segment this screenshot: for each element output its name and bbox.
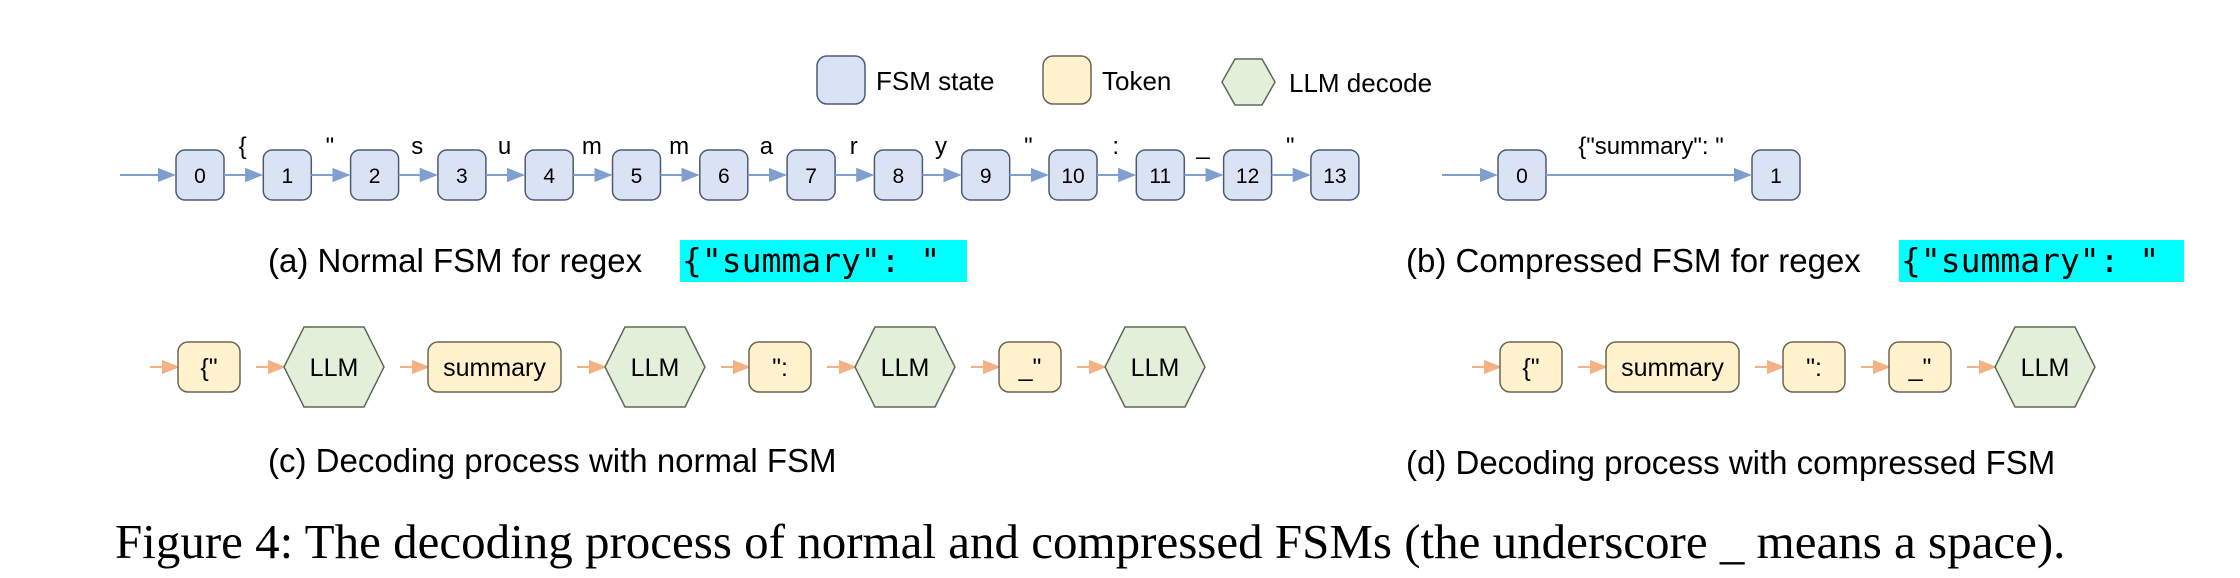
legend-decode-swatch [1221,58,1276,106]
panel-d-item-label-1: summary [1621,354,1724,382]
panel-d-token-1 [1605,341,1740,393]
panel-c-llm-decode-7 [1104,326,1206,408]
panel-d-token-2 [1782,341,1846,393]
panel-a-state-0-label: 0 [194,165,206,188]
panel-a-state-3-label: 3 [456,165,468,188]
panel-a-regex-highlight [680,240,967,282]
panel-c-item-label-6: _" [1018,354,1042,382]
panel-d-item-label-3: _" [1908,354,1932,382]
panel-c-item-label-1: LLM [310,354,359,382]
panel-d-token-0 [1499,341,1563,393]
panel-c-caption-text: (c) Decoding process with normal FSM [268,442,837,479]
panel-c-token-2 [427,341,562,393]
panel-a-transition-label-11: _ [1195,133,1210,160]
panel-b-regex-highlight [1899,240,2184,282]
panel-d-compressed-decoding: {" summary ": _" LLM [1472,326,2096,408]
panel-a-transition-label-0: { [239,133,247,160]
panel-a-transition-label-12: " [1286,133,1295,160]
panel-a-state-8-label: 8 [893,165,905,188]
panel-a-state-13-label: 13 [1323,165,1346,188]
panel-c-token-4 [748,341,812,393]
panel-c-item-label-4: ": [772,354,788,382]
panel-a-state-2-label: 2 [369,165,381,188]
panel-d-item-label-0: {" [1522,354,1539,382]
panel-c-token-0 [177,341,241,393]
legend-decode-label: LLM decode [1289,68,1432,98]
panel-a-transition-label-8: y [935,133,947,160]
panel-d-llm-decode-4 [1994,326,2096,408]
panel-a-transition-label-10: : [1112,133,1119,160]
panel-a-transition-label-3: u [498,133,511,160]
panel-d-item-label-4: LLM [2021,354,2070,382]
legend-token-label: Token [1102,66,1171,96]
figure-caption: Figure 4: The decoding process of normal… [115,514,2065,569]
panel-a-state-6-label: 6 [718,165,730,188]
panel-a-state-1-label: 1 [281,165,293,188]
panel-a-state-10-label: 10 [1061,165,1084,188]
legend-state-label: FSM state [876,66,994,96]
legend-token-swatch [1042,55,1092,105]
panel-a-transition-label-2: s [411,133,423,160]
panel-c-llm-decode-5 [854,326,956,408]
panel-a-state-5-label: 5 [631,165,643,188]
panel-a-state-7-label: 7 [805,165,817,188]
panel-a-state-13 [1310,149,1360,201]
panel-c-item-label-0: {" [200,354,217,382]
panel-a-state-12-label: 12 [1236,165,1259,188]
panel-c-item-label-5: LLM [881,354,930,382]
panel-d-item-label-2: ": [1806,354,1822,382]
panel-a-transition-label-6: a [760,133,774,160]
panel-a-transition-label-5: m [669,133,689,160]
panel-a-transition-label-9: " [1024,133,1033,160]
panel-d-token-3 [1888,341,1952,393]
panel-c-llm-decode-1 [283,326,385,408]
panel-c-token-6 [998,341,1062,393]
panel-b-state-1 [1751,149,1801,201]
panel-a-regex-text: {"summary": " [682,241,940,280]
panel-b-caption: (b) Compressed FSM for regex {"summary":… [1406,240,2184,282]
legend-state-swatch [816,55,866,105]
panel-a-transition-label-7: r [850,133,858,160]
panel-b-transition-label: {"summary": " [1578,133,1724,160]
panel-a-caption: (a) Normal FSM for regex {"summary": " [268,240,967,282]
panel-a-transition-label-4: m [582,133,602,160]
panel-b-compressed-fsm: 0 1 {"summary": " [1442,133,1801,201]
panel-c-item-label-3: LLM [631,354,680,382]
panel-b-state-1-label: 1 [1770,165,1782,188]
panel-c-llm-decode-3 [604,326,706,408]
panel-a-state-4-label: 4 [543,165,555,188]
panel-b-state-0-label: 0 [1516,165,1528,188]
panel-c-item-label-2: summary [443,354,546,382]
legend: FSM state Token LLM decode [816,55,1432,106]
panel-c-item-label-7: LLM [1131,354,1180,382]
panel-a-state-9-label: 9 [980,165,992,188]
panel-b-caption-text: (b) Compressed FSM for regex [1406,242,1861,279]
panel-b-regex-text: {"summary": " [1901,241,2159,280]
panel-a-state-11-label: 11 [1149,165,1171,188]
panel-a-transition-label-1: " [326,133,335,160]
panel-d-caption-text: (d) Decoding process with compressed FSM [1406,444,2055,481]
panel-a-caption-text: (a) Normal FSM for regex [268,242,643,279]
panel-c-normal-decoding: {" LLM summary LLM ": LLM _" LLM [150,326,1206,408]
